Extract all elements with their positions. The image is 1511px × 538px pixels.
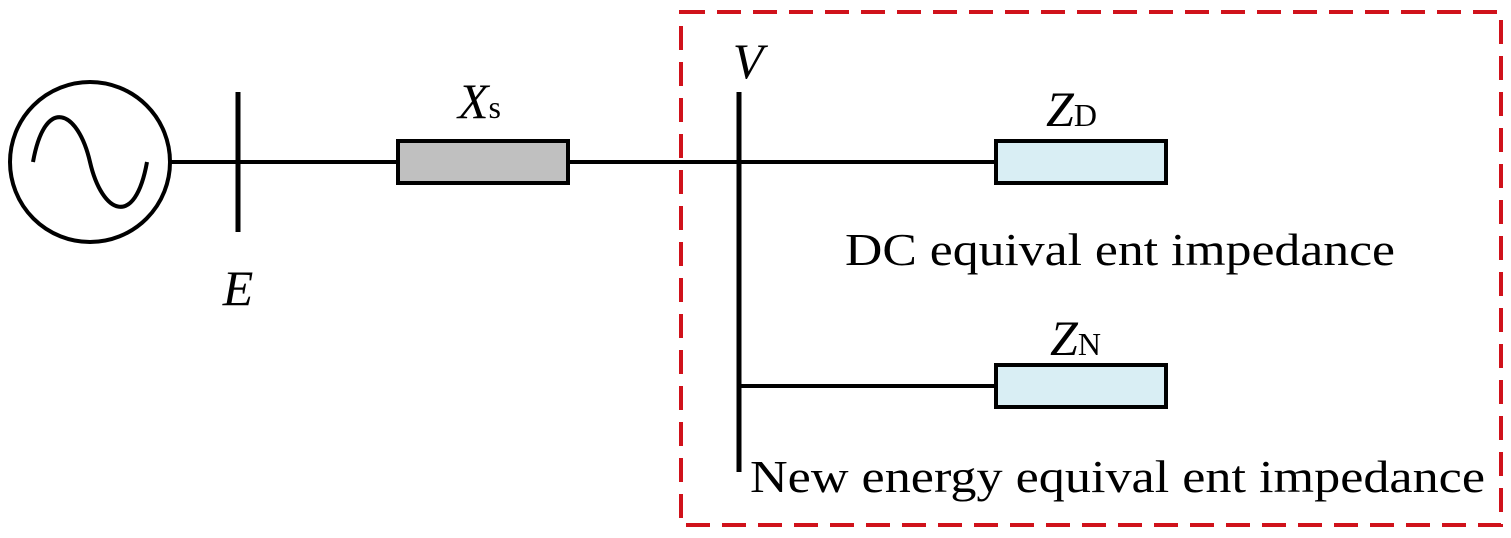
dc-impedance-caption: DC equival ent impedance	[845, 224, 1395, 275]
bus-v-label: V	[733, 33, 769, 89]
zd-impedance	[994, 139, 1168, 185]
xs-label: Xs	[456, 73, 501, 129]
bus-e-label: E	[222, 260, 254, 316]
zn-label: ZN	[1050, 310, 1101, 366]
zd-label: ZD	[1046, 81, 1097, 137]
xs-impedance	[396, 139, 570, 185]
new-energy-impedance-caption: New energy equival ent impedance	[750, 451, 1485, 502]
zn-impedance	[994, 363, 1168, 409]
equivalent-region-boundary	[679, 10, 1503, 527]
ac-source-icon	[8, 80, 172, 244]
